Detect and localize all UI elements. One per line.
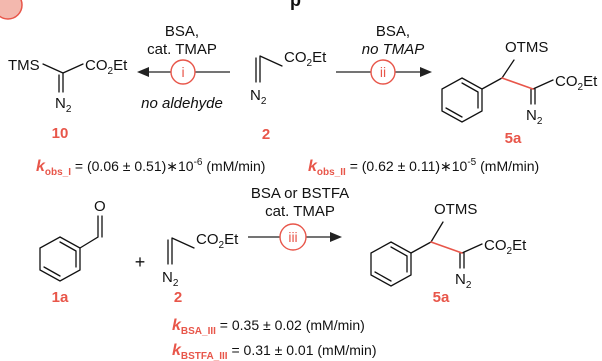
compound-2-bottom-ester: CO2Et: [196, 231, 239, 251]
condition-i: no aldehyde: [141, 95, 223, 112]
label-i-circle: [170, 59, 196, 85]
compound-10-tms: TMS: [8, 57, 40, 74]
compound-5a-top-otms: OTMS: [505, 39, 548, 56]
cropped-title-fragment: p: [290, 0, 301, 10]
compound-5a-bottom-new-bond: [430, 241, 463, 254]
rate-k-BSA-III: kBSA_III = 0.35 ± 0.02 (mM/min): [172, 317, 365, 337]
label-iii: iii: [288, 229, 297, 245]
label-ii-circle: [370, 59, 396, 85]
compound-5a-bottom-ring: [370, 241, 412, 287]
compound-1a-ring: [39, 236, 81, 282]
compound-2-diazo: N2: [250, 87, 267, 107]
compound-10-id: 10: [52, 125, 69, 142]
compound-5a-bottom-otms: OTMS: [434, 201, 477, 218]
reagent-i-line1: BSA,: [165, 23, 199, 40]
compound-10-diazo: N2: [55, 95, 72, 115]
arrow-ii-head: [420, 67, 432, 77]
reagent-ii-line2: no TMAP: [362, 41, 425, 58]
reagent-iii-line1: BSA or BSTFA: [251, 185, 349, 202]
compound-5a-top-bonds: [481, 59, 554, 105]
compound-1a-carbonyl: [79, 215, 103, 249]
compound-1a-oxygen: O: [94, 198, 106, 215]
label-ii: ii: [380, 64, 386, 80]
compound-2-bottom-bonds: [167, 237, 195, 265]
label-iii-circle: [279, 223, 307, 251]
compound-5a-bottom-id: 5a: [433, 289, 450, 306]
compound-1a-id: 1a: [52, 289, 69, 306]
rate-k-obs-II: kobs_II = (0.62 ± 0.11)∗10-5 (mM/min): [308, 157, 539, 178]
compound-5a-bottom-bonds: [410, 221, 483, 269]
reagent-i-line2: cat. TMAP: [147, 41, 217, 58]
compound-2-id: 2: [262, 126, 270, 143]
compound-5a-top-ester: CO2Et: [555, 73, 598, 93]
arrow-iii-head: [330, 232, 342, 242]
corner-badge: [0, 0, 23, 20]
compound-10-bonds: [42, 63, 84, 93]
rate-k-obs-I: kobs_I = (0.06 ± 0.51)∗10-6 (mM/min): [36, 157, 265, 178]
compound-2-bottom-id: 2: [174, 289, 182, 306]
rate-k-BSTFA-III: kBSTFA_III = 0.31 ± 0.01 (mM/min): [172, 342, 377, 361]
reagent-iii-line2: cat. TMAP: [265, 203, 335, 220]
compound-5a-bottom-diazo: N2: [455, 271, 472, 291]
label-i: i: [181, 64, 184, 80]
arrow-i-head: [137, 67, 149, 77]
compound-5a-bottom-ester: CO2Et: [484, 237, 527, 257]
compound-2-ester: CO2Et: [284, 49, 327, 69]
compound-10-ester: CO2Et: [85, 57, 128, 77]
compound-5a-top-ring: [441, 77, 483, 123]
plus-sign: +: [135, 252, 146, 272]
compound-2-bonds: [255, 55, 283, 83]
reagent-ii-line1: BSA,: [376, 23, 410, 40]
compound-5a-top-diazo: N2: [526, 107, 543, 127]
compound-2-bottom-diazo: N2: [162, 269, 179, 289]
compound-5a-top-id: 5a: [505, 130, 522, 147]
compound-5a-top-new-bond: [501, 77, 534, 90]
